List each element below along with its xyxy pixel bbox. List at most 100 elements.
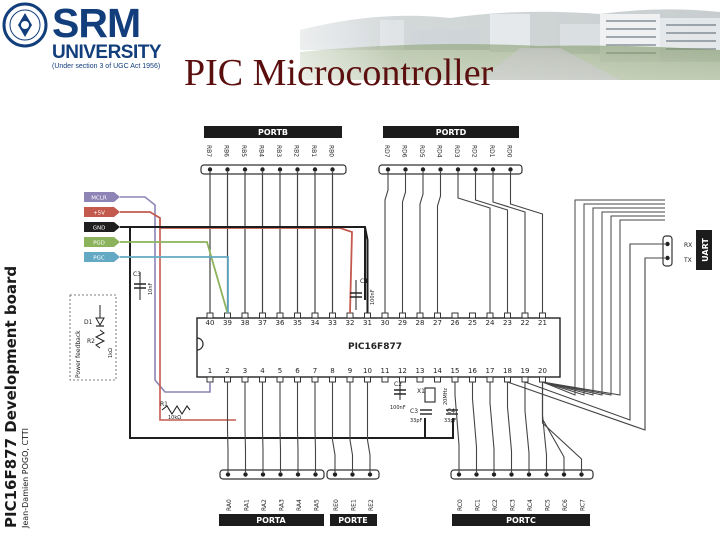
chip-pin	[224, 376, 231, 383]
chip-pin	[206, 312, 214, 319]
uart-label: UART	[701, 238, 710, 262]
pin-number: 8	[330, 367, 334, 375]
portb-pin	[330, 167, 335, 172]
portc-wire	[454, 382, 460, 472]
d1-diode	[95, 317, 105, 327]
chip-pin	[346, 312, 354, 319]
porta-bar	[219, 514, 324, 526]
pin-number: 40	[206, 319, 215, 327]
portb-pin-label: RB4	[258, 145, 265, 157]
chip-pin	[364, 312, 371, 319]
portd-pin-label: RD4	[436, 145, 443, 158]
portd-pin	[473, 167, 478, 172]
portb-pin-label: RB5	[240, 145, 247, 157]
portb-pin-label: RB2	[293, 145, 300, 157]
porta-wire	[296, 382, 299, 472]
pin-number: 26	[451, 319, 460, 327]
uart-bus-wire	[542, 199, 665, 396]
portd-pin	[385, 167, 391, 172]
portd-pin-label: RD7	[383, 145, 390, 158]
chip-pin	[311, 312, 319, 319]
c4-label: C3	[410, 408, 418, 415]
r2-value: 1kΩ	[108, 348, 114, 358]
pin-number: 29	[398, 319, 407, 327]
pin-number: 6	[295, 367, 300, 375]
r1-value: 10kΩ	[168, 415, 181, 421]
pin-number: 17	[486, 367, 495, 375]
portb-connector	[200, 164, 347, 175]
portd-pin	[490, 167, 496, 172]
portb-pin-label: RB3	[275, 145, 282, 157]
pin-number: 37	[258, 319, 267, 327]
portc-pin	[561, 472, 567, 477]
chip-pin	[294, 312, 301, 319]
c1-value: 100nF	[370, 289, 376, 305]
pin-number: 12	[398, 367, 407, 375]
portc-pin-label: RC3	[510, 499, 517, 511]
uart-connector	[662, 235, 673, 267]
pgd-wire	[120, 241, 229, 314]
uart-bar	[696, 230, 712, 270]
chip-pin	[381, 376, 389, 383]
chip-pin	[451, 376, 459, 383]
pin-number: 32	[346, 319, 355, 327]
c5-value: 33pF	[444, 418, 457, 424]
c5-label: C4	[447, 408, 455, 415]
pin-number: 2	[225, 367, 229, 375]
porta-wire	[226, 382, 229, 472]
chip-pin	[451, 312, 459, 319]
pin-number: 27	[433, 319, 442, 327]
uart-bus-wire	[542, 207, 665, 396]
mclr-wire	[120, 196, 211, 393]
porte-wire	[349, 382, 354, 472]
d1-label: D1	[84, 319, 93, 326]
porta-connector	[219, 469, 325, 480]
portd-pin	[420, 167, 426, 172]
portd-pin	[455, 167, 461, 172]
portb-bar	[204, 126, 342, 138]
pin-number: 23	[503, 319, 512, 327]
porta-wire	[279, 382, 282, 472]
chip-notch	[196, 337, 204, 351]
portb-pin	[242, 167, 248, 172]
portc-wire	[506, 382, 513, 472]
portd-wire	[474, 172, 509, 313]
uart-bus-wire	[542, 215, 665, 396]
porta-pin-label: RA2	[261, 499, 268, 511]
power-feedback-box	[69, 294, 117, 381]
portd-wire	[436, 172, 442, 313]
portd-wire	[384, 172, 389, 313]
portd-pin	[508, 167, 513, 172]
portc-pin	[491, 472, 497, 477]
chip-pin	[469, 376, 476, 383]
chip-pin	[206, 376, 214, 383]
chip-pin	[259, 312, 266, 319]
chip-label: PIC16F877	[348, 342, 402, 352]
c1-label: C1	[360, 278, 368, 285]
porte-pin-label: RE1	[351, 499, 358, 511]
portc-pin-label: RC0	[457, 499, 464, 511]
rail-label: +5V	[93, 211, 105, 217]
portd-wire	[419, 172, 424, 313]
portc-wire	[524, 382, 530, 472]
chip-pin	[346, 376, 354, 383]
portd-wire	[457, 172, 491, 313]
gnd-wire	[425, 418, 454, 439]
led-label: Power feedback	[75, 330, 82, 378]
pin-number: 20	[538, 367, 547, 375]
porte-pin-label: RE0	[333, 499, 340, 511]
chip-pin	[504, 376, 511, 383]
chip-pin	[276, 312, 284, 319]
portc-pin	[509, 472, 514, 477]
porte-wire	[331, 382, 336, 472]
portb-pin	[277, 167, 283, 172]
portd-pin-label: RD2	[471, 145, 478, 158]
portd-connector	[378, 164, 523, 175]
portc-pin	[456, 472, 462, 477]
porta-pin-label: RA0	[226, 499, 233, 511]
chip-pin	[416, 376, 424, 383]
chip-pin	[294, 376, 301, 383]
chip-pin	[224, 312, 231, 319]
rail-label: PGC	[93, 256, 105, 262]
pin-number: 38	[241, 319, 250, 327]
